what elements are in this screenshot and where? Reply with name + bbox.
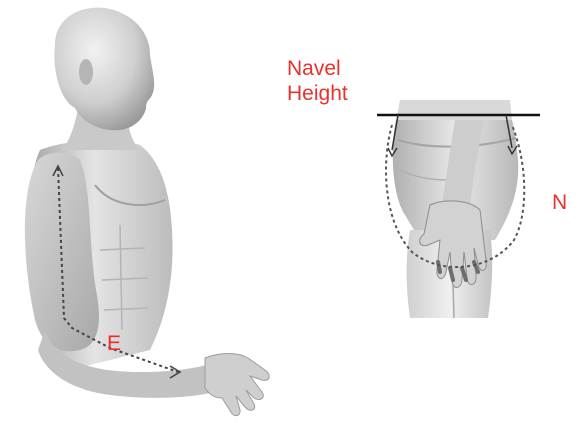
navel-label-line2: Height bbox=[287, 81, 348, 106]
navel-label-line1: Navel bbox=[287, 56, 348, 81]
ear bbox=[79, 59, 93, 85]
head bbox=[54, 8, 154, 131]
hand bbox=[205, 354, 269, 416]
e-measure-label: E bbox=[107, 331, 121, 356]
n-measure-label: N bbox=[552, 190, 567, 215]
hip-figure bbox=[377, 100, 540, 318]
waist bbox=[396, 100, 512, 120]
upper-body-figure bbox=[25, 8, 269, 416]
navel-height-label: Navel Height bbox=[287, 56, 348, 106]
